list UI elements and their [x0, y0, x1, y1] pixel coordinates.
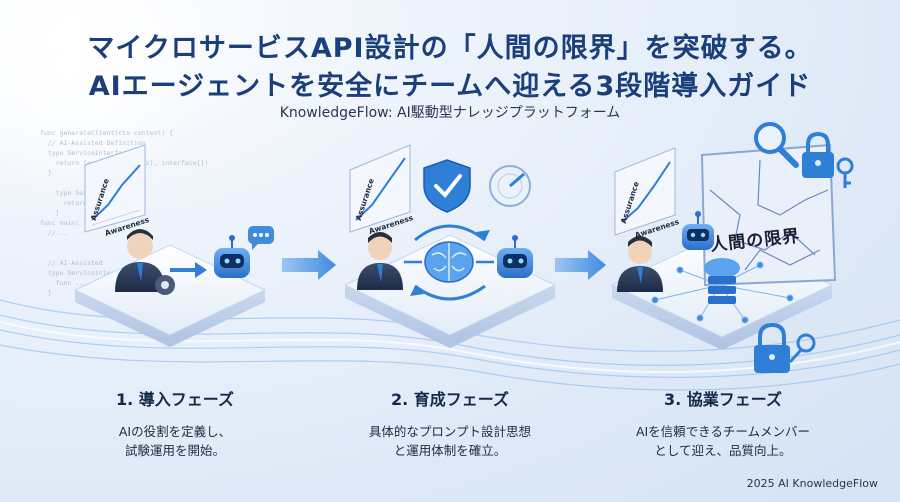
phase-description: 具体的なプロンプト設計思想 [368, 424, 532, 439]
ai-brain-icon [424, 241, 474, 283]
phase-description: AIの役割を定義し、 [118, 424, 232, 439]
key-icon [836, 157, 854, 188]
chart-icon [84, 144, 146, 233]
page-title-line2: AIエージェントを安全にチームへ迎える3段階導入ガイド [88, 71, 812, 102]
person-icon [617, 236, 663, 292]
chart-icon [349, 144, 411, 233]
person-icon [357, 232, 403, 290]
footer-copyright: 2025 AI KnowledgeFlow [746, 477, 878, 490]
padlock-icon [754, 322, 790, 373]
arrow-right-icon [282, 250, 336, 280]
phase-2: 2. 育成フェーズ 具体的なプロンプト設計思想 と運用体制を確立。 [320, 386, 580, 460]
phase-title: 3. 協業フェーズ [664, 390, 782, 409]
cloud-server-icon [704, 258, 740, 304]
phase-description: 試験運用を開始。 [124, 443, 225, 458]
ai-robot-icon [214, 235, 250, 278]
arrow-right-icon [170, 262, 207, 278]
chart-icon [614, 147, 676, 236]
padlock-icon [802, 131, 834, 178]
ai-robot-icon [497, 235, 533, 278]
key-icon [788, 333, 816, 364]
phase-title: 1. 導入フェーズ [116, 390, 234, 409]
shield-check-icon [423, 159, 471, 213]
radar-icon [489, 165, 531, 207]
person-icon [115, 229, 165, 292]
page-title-line1: マイクロサービスAPI設計の「人間の限界」を突破する。 [87, 33, 813, 64]
phase-description: AIを信頼できるチームメンバー [635, 424, 811, 439]
arrow-right-icon [555, 250, 606, 280]
phase-description: として迎え、品質向上。 [654, 443, 792, 458]
magnifier-icon [754, 122, 799, 168]
cycle-arrows-icon [410, 224, 490, 301]
phase-3: 3. 協業フェーズ AIを信頼できるチームメンバー として迎え、品質向上。 [593, 386, 853, 460]
chat-bubble-icon [248, 226, 274, 250]
phase-1: 1. 導入フェーズ AIの役割を定義し、 試験運用を開始。 [45, 386, 305, 460]
gear-icon [155, 275, 175, 295]
ai-robot-icon [682, 211, 714, 250]
page-subtitle: KnowledgeFlow: AI駆動型ナレッジプラットフォーム [279, 105, 621, 121]
phase-description: と運用体制を確立。 [393, 443, 507, 458]
phase-title: 2. 育成フェーズ [391, 390, 509, 409]
